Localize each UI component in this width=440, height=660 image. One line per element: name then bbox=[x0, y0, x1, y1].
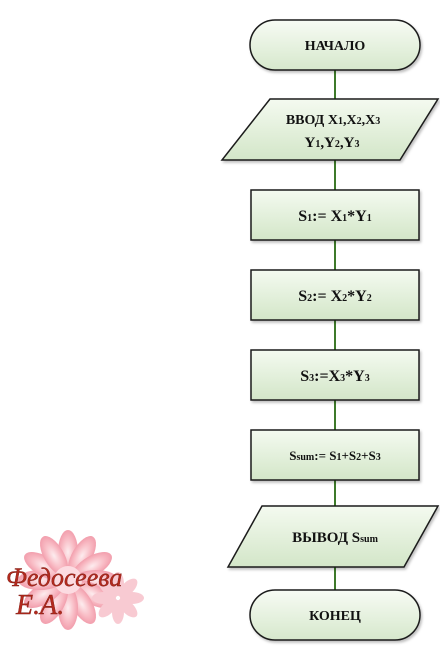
input-line-2: Y1,Y2,Y3 bbox=[304, 135, 359, 151]
author-name: Федосеева bbox=[6, 563, 122, 592]
flower-icon bbox=[18, 530, 144, 630]
start-terminator: НАЧАЛО bbox=[249, 19, 421, 71]
start-label: НАЧАЛО bbox=[305, 39, 366, 54]
step-3-formula: S3:=X3*Y3 bbox=[300, 368, 369, 385]
step-2-formula: S2:= X2*Y2 bbox=[298, 288, 371, 305]
author-signature: Федосеева Е.А. bbox=[6, 563, 123, 621]
process-step-1: S1:= X1*Y1 bbox=[250, 189, 420, 241]
end-terminator: КОНЕЦ bbox=[249, 589, 421, 641]
process-step-2: S2:= X2*Y2 bbox=[250, 269, 420, 321]
step-4-formula: Ssum:= S1+S2+S3 bbox=[289, 448, 381, 463]
end-label: КОНЕЦ bbox=[309, 609, 361, 624]
input-line-1: ВВОД X1,X2,X3 bbox=[286, 113, 380, 128]
author-initials: Е.А. bbox=[15, 590, 64, 621]
step-1-formula: S1:= X1*Y1 bbox=[298, 208, 371, 225]
output-label: ВЫВОД Ssum bbox=[292, 530, 379, 546]
output-parallelogram: ВЫВОД Ssum bbox=[226, 505, 440, 568]
process-step-4: Ssum:= S1+S2+S3 bbox=[250, 429, 420, 481]
input-parallelogram: ВВОД X1,X2,X3 Y1,Y2,Y3 bbox=[220, 98, 440, 161]
process-step-3: S3:=X3*Y3 bbox=[250, 349, 420, 401]
